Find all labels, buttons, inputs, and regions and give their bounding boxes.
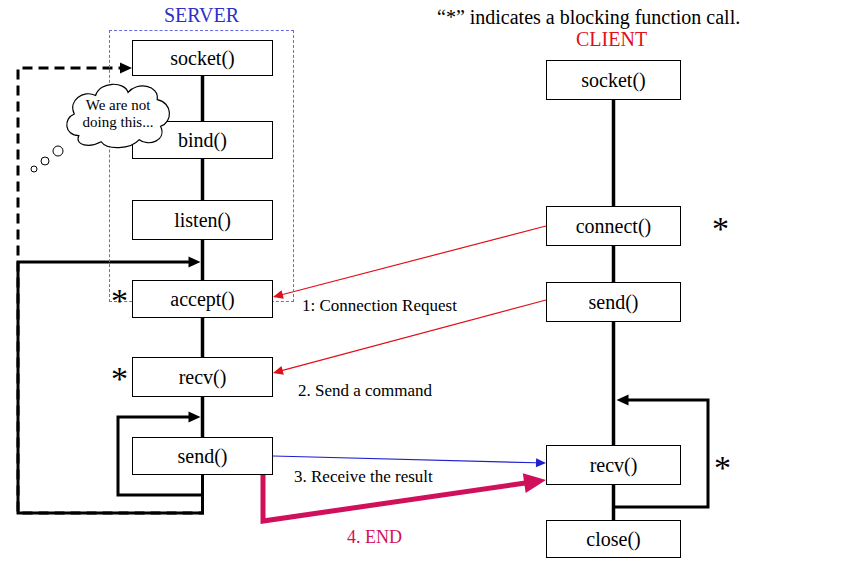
connector-line — [201, 76, 205, 121]
connector-line — [201, 240, 205, 280]
connector-line — [612, 322, 616, 445]
function-name: connect() — [576, 215, 652, 238]
edge-label: 1: Connection Request — [300, 296, 459, 316]
function-box: close() — [546, 520, 681, 558]
cloud-path — [67, 84, 170, 147]
function-name: bind() — [178, 129, 227, 152]
arrow-head — [273, 290, 284, 299]
function-name: accept() — [170, 288, 234, 311]
connector — [202, 76, 203, 121]
arrow-head — [273, 366, 284, 375]
function-box: send() — [132, 437, 273, 475]
function-name: listen() — [174, 209, 231, 232]
edge-label: 3. Receive the result — [292, 467, 435, 487]
function-box: recv() — [132, 357, 273, 397]
blocking-mark: * — [714, 451, 731, 485]
function-box: recv() — [546, 445, 681, 485]
arrow-head — [189, 412, 201, 423]
edge-group — [18, 63, 708, 521]
connector — [202, 318, 203, 357]
blocking-mark: * — [712, 212, 729, 246]
connector — [613, 322, 614, 445]
arrow-head — [536, 458, 546, 467]
thought-cloud: We are not doing this... — [62, 78, 174, 150]
edge-label: 2. Send a command — [296, 381, 434, 401]
function-box: connect() — [546, 206, 681, 246]
arrow-head — [617, 395, 629, 406]
thought-bubble — [53, 146, 63, 156]
arrow-head — [189, 257, 201, 268]
function-name: send() — [178, 445, 228, 468]
arrow-head — [523, 473, 546, 493]
connector — [613, 100, 614, 206]
cloud-text: We are not doing this... — [75, 97, 161, 132]
function-name: close() — [586, 528, 640, 551]
function-name: recv() — [590, 454, 638, 477]
connector — [202, 240, 203, 280]
thought-bubble — [31, 166, 37, 172]
connector — [273, 456, 546, 467]
server-region: SERVERsocket()bind()listen()accept() — [109, 30, 294, 302]
connector-line — [273, 456, 537, 463]
connector-line — [201, 318, 205, 357]
edge-label: 4. END — [345, 527, 404, 548]
blocking-mark: * — [111, 362, 128, 396]
note-text: “*” indicates a blocking function call. — [435, 6, 742, 29]
function-box: listen() — [132, 200, 273, 240]
connector-line — [201, 159, 205, 200]
arrow-head — [120, 63, 132, 74]
connector — [613, 246, 614, 282]
function-name: socket() — [581, 69, 645, 92]
function-box: accept() — [132, 280, 273, 318]
blocking-mark: * — [111, 284, 128, 318]
function-name: recv() — [179, 366, 227, 389]
side-heading: CLIENT — [574, 28, 649, 51]
connector — [273, 226, 546, 299]
function-name: socket() — [170, 47, 234, 70]
connector — [202, 159, 203, 200]
function-box: socket() — [546, 60, 681, 100]
thought-bubble — [41, 157, 49, 165]
thought-bubbles — [31, 146, 63, 172]
connector-line — [282, 226, 546, 295]
connector-line — [612, 100, 616, 206]
function-name: send() — [589, 291, 639, 314]
function-box: send() — [546, 282, 681, 322]
connector-line — [201, 397, 205, 437]
function-box: socket() — [132, 40, 273, 76]
connector-line — [612, 246, 616, 282]
region-heading: SERVER — [90, 4, 313, 27]
connector — [202, 397, 203, 437]
